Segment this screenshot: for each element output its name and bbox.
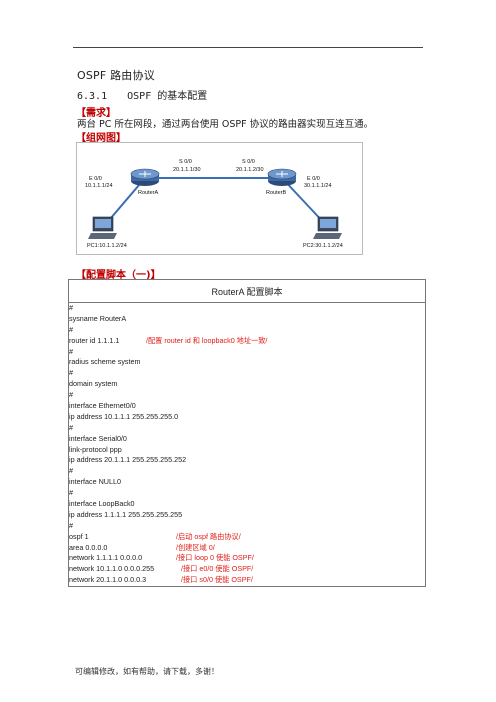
- routerB-wan-ip-label: 20.1.1.2/30: [236, 167, 264, 173]
- script-code: ip address 1.1.1.1 255.255.255.255: [69, 509, 183, 519]
- script-line: network 1.1.1.1 0.0.0.0/接口 loop 0 使能 OSP…: [69, 553, 425, 564]
- routerA-wan-ip-label: 20.1.1.1/30: [173, 167, 201, 173]
- router-b-icon: [267, 168, 297, 186]
- script-comment: /接口 s0/0 使能 OSPF/: [181, 575, 253, 585]
- script-line: #: [69, 488, 425, 499]
- routerA-wan-if-label: S 0/0: [179, 159, 192, 165]
- script-code: #: [69, 466, 73, 476]
- script-code: ip address 10.1.1.1 255.255.255.0: [69, 411, 179, 421]
- routerB-wan-if-label: S 0/0: [242, 159, 255, 165]
- script-line: network 10.1.1.0 0.0.0.255/接口 e0/0 使能 OS…: [69, 564, 425, 575]
- script-line: sysname RouterA: [69, 314, 425, 325]
- script-code: domain system: [69, 379, 118, 389]
- pc1-icon: [88, 216, 117, 239]
- script-code: link-protocol ppp: [69, 444, 122, 454]
- routerB-lan-if-label: E 0/0: [307, 176, 320, 182]
- script-code: #: [69, 390, 73, 400]
- script-line: #: [69, 466, 425, 477]
- script-line: radius scheme system: [69, 357, 425, 368]
- script-line: #: [69, 368, 425, 379]
- script-lines: #sysname RouterA#router id 1.1.1.1/配置 ro…: [69, 303, 425, 586]
- script-code: area 0.0.0.0: [69, 542, 108, 552]
- script-code: ospf 1: [69, 531, 89, 541]
- script-comment: /配置 router id 和 loopback0 地址一致/: [146, 335, 268, 345]
- section-heading: 6.3.1 OSPF 的基本配置: [77, 87, 207, 102]
- script-code: network 1.1.1.1 0.0.0.0: [69, 553, 143, 563]
- script-code: #: [69, 520, 73, 530]
- script-code: network 10.1.1.0 0.0.0.255: [69, 564, 155, 574]
- script-comment: /接口 loop 0 使能 OSPF/: [176, 553, 254, 563]
- script-line: interface LoopBack0: [69, 499, 425, 510]
- script-code: radius scheme system: [69, 357, 141, 367]
- pc1-label: PC1:10.1.1.2/24: [87, 243, 127, 249]
- section-title: OSPF 的基本配置: [127, 91, 208, 102]
- routerB-name-label: RouterB: [266, 190, 287, 196]
- network-topology-diagram: E 0/0 10.1.1.1/24 S 0/0 20.1.1.1/30 S 0/…: [76, 142, 363, 255]
- routerA-name-label: RouterA: [138, 190, 159, 196]
- script-line: #: [69, 521, 425, 532]
- script-line: interface Serial0/0: [69, 434, 425, 445]
- requirement-text: 两台 PC 所在网段，通过两台使用 OSPF 协议的路由器实现互连互通。: [77, 119, 374, 130]
- script-line: router id 1.1.1.1/配置 router id 和 loopbac…: [69, 336, 425, 347]
- script-line: #: [69, 423, 425, 434]
- script-code: network 20.1.1.0 0.0.0.3: [69, 575, 147, 585]
- header-rule: [73, 47, 423, 48]
- script-code: #: [69, 303, 73, 312]
- script-line: domain system: [69, 379, 425, 390]
- routerB-lan-ip-label: 30.1.1.1/24: [304, 183, 332, 189]
- routerA-lan-ip-label: 10.1.1.1/24: [85, 183, 113, 189]
- script-code: #: [69, 324, 73, 334]
- config-script-table: RouterA 配置脚本 #sysname RouterA#router id …: [68, 279, 426, 588]
- page-heading: OSPF 路由协议: [77, 69, 155, 82]
- script-code: #: [69, 346, 73, 356]
- topology-svg: E 0/0 10.1.1.1/24 S 0/0 20.1.1.1/30 S 0/…: [85, 159, 343, 249]
- script-comment: /接口 e0/0 使能 OSPF/: [181, 564, 254, 574]
- script-code: #: [69, 422, 73, 432]
- script-line: ospf 1/启动 ospf 路由协议/: [69, 532, 425, 543]
- section-number: 6.3.1: [77, 91, 108, 102]
- script-code: interface NULL0: [69, 477, 121, 487]
- script-code: interface Ethernet0/0: [69, 401, 136, 411]
- script-line: area 0.0.0.0/创建区域 0/: [69, 543, 425, 554]
- script-body: #sysname RouterA#router id 1.1.1.1/配置 ro…: [68, 301, 426, 588]
- script-title: RouterA 配置脚本: [68, 279, 426, 303]
- script-code: #: [69, 368, 73, 378]
- topology-label: 【组网图】: [76, 133, 126, 144]
- script-line: #: [69, 347, 425, 358]
- script-code: router id 1.1.1.1: [69, 335, 120, 345]
- script-line: ip address 20.1.1.1 255.255.255.252: [69, 455, 425, 466]
- script-code: #: [69, 488, 73, 498]
- script-line: link-protocol ppp: [69, 445, 425, 456]
- script-line: network 20.1.1.0 0.0.0.3/接口 s0/0 使能 OSPF…: [69, 575, 425, 586]
- script-code: interface Serial0/0: [69, 433, 127, 443]
- pc2-label: PC2:30.1.1.2/24: [303, 243, 343, 249]
- script-line: interface NULL0: [69, 477, 425, 488]
- requirement-label: 【需求】: [76, 108, 116, 119]
- page-footer: 可编辑修改，如有帮助，请下载，多谢！: [75, 667, 219, 676]
- routerA-lan-if-label: E 0/0: [89, 176, 102, 182]
- script-line: #: [69, 325, 425, 336]
- pc2-icon: [313, 216, 342, 239]
- script-comment: /启动 ospf 路由协议/: [176, 531, 241, 541]
- script-code: ip address 20.1.1.1 255.255.255.252: [69, 455, 187, 465]
- script-line: ip address 10.1.1.1 255.255.255.0: [69, 412, 425, 423]
- script-label: 【配置脚本（一)】: [76, 270, 161, 281]
- script-line: #: [69, 303, 425, 314]
- script-line: #: [69, 390, 425, 401]
- script-line: ip address 1.1.1.1 255.255.255.255: [69, 510, 425, 521]
- script-code: interface LoopBack0: [69, 499, 135, 509]
- router-a-icon: [130, 168, 160, 186]
- script-line: interface Ethernet0/0: [69, 401, 425, 412]
- script-code: sysname RouterA: [69, 313, 127, 323]
- script-comment: /创建区域 0/: [176, 542, 215, 552]
